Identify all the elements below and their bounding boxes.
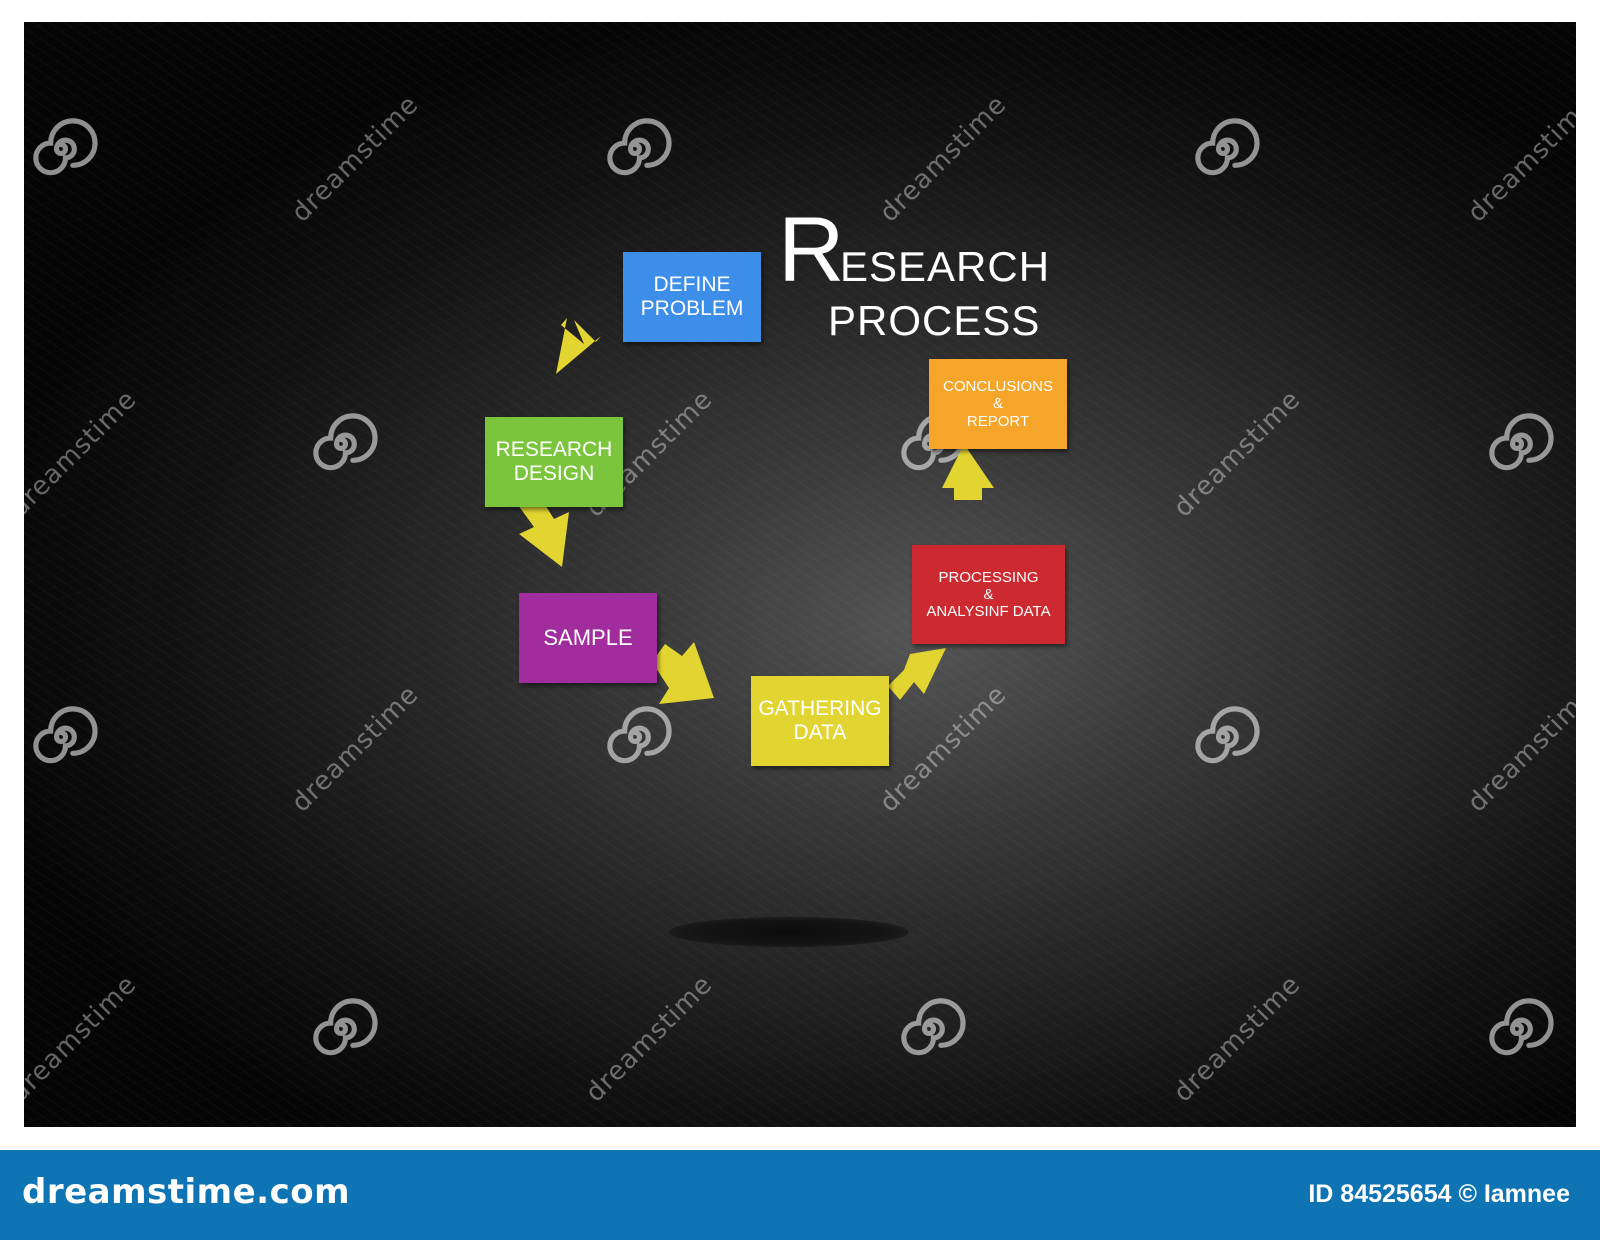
step-define-problem: DEFINE PROBLEM xyxy=(623,252,761,342)
step-research-design: RESEARCH DESIGN xyxy=(485,417,623,507)
step-label-line: REPORT xyxy=(966,412,1030,430)
step-label-line: GATHERING xyxy=(758,696,882,720)
arrow-define-to-design xyxy=(556,318,601,374)
dreamstime-logo: dreamstime.com xyxy=(22,1172,351,1212)
title-line2: PROCESS xyxy=(828,297,1041,344)
flow-arrows-group xyxy=(518,318,994,704)
step-label-line: SAMPLE xyxy=(543,625,633,651)
stock-footer-bar: dreamstime.com ID 84525654 © Iamnee xyxy=(0,1150,1600,1240)
chalkboard-background: dreamstime dreamstime dreamstime dreamst… xyxy=(24,22,1576,1127)
title-line1-rest: ESEARCH xyxy=(840,243,1051,290)
step-label-line: & xyxy=(983,585,994,603)
flow-arrows xyxy=(518,318,994,704)
step-label-line: DEFINE xyxy=(653,272,731,296)
step-conclusions-report: CONCLUSIONS & REPORT xyxy=(929,359,1067,449)
arrow-design-to-sample xyxy=(518,500,569,567)
step-label-line: PROBLEM xyxy=(640,297,744,320)
arrow-sample-to-gathering xyxy=(652,642,714,704)
arrow-processing-to-conclusions xyxy=(942,444,994,500)
step-label-line: CONCLUSIONS xyxy=(942,378,1054,396)
step-processing-analysis: PROCESSING & ANALYSINF DATA xyxy=(912,545,1065,644)
step-label-line: PROCESSING xyxy=(938,568,1039,586)
step-label-line: DESIGN xyxy=(513,462,595,485)
floating-shadow xyxy=(669,917,909,947)
step-label-line: ANALYSINF DATA xyxy=(926,603,1051,621)
image-id-credit: ID 84525654 © Iamnee xyxy=(1308,1180,1570,1208)
step-label-line: RESEARCH xyxy=(495,437,613,461)
step-sample: SAMPLE xyxy=(519,593,657,683)
step-gathering-data: GATHERING DATA xyxy=(751,676,889,766)
title-initial: R xyxy=(778,199,845,301)
step-label-line: & xyxy=(992,395,1003,413)
step-label-line: DATA xyxy=(793,721,847,744)
arrow-gathering-to-processing xyxy=(888,648,946,700)
diagram-title: R ESEARCH PROCESS xyxy=(778,199,1049,360)
